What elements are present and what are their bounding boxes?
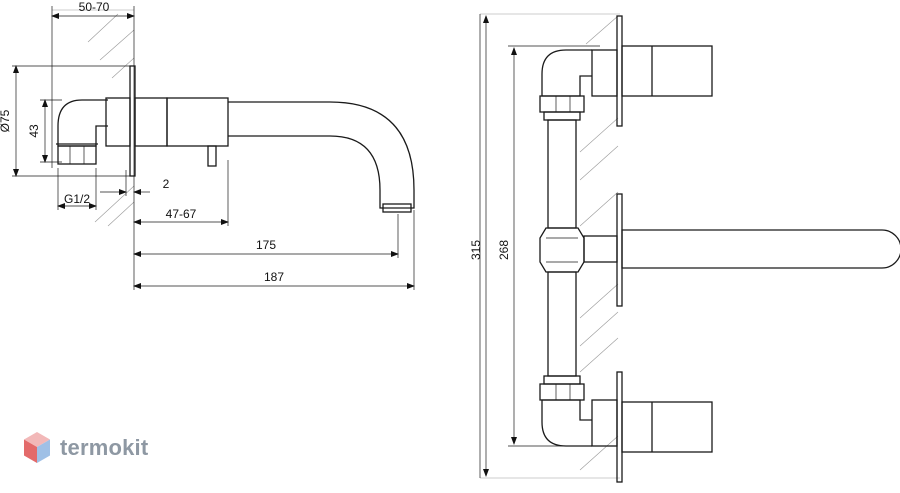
wall-plate-top	[616, 15, 623, 127]
wall-hatch-top	[52, 9, 135, 79]
valve-body-top	[591, 49, 618, 97]
handle-bottom	[621, 401, 713, 453]
aerator-side	[382, 203, 412, 213]
wall-hatch-bottom	[94, 185, 135, 227]
pipe-upper	[547, 119, 577, 229]
spout-neck	[583, 235, 618, 263]
body-flange-side	[134, 97, 168, 147]
elbow-top	[541, 49, 592, 97]
hexagon-cube-icon	[24, 432, 50, 463]
brand-name: termokit	[60, 435, 149, 460]
dim-thread-g12: G1/2	[64, 192, 90, 206]
pipe-lower	[547, 271, 577, 377]
wall-plate-middle	[616, 193, 623, 307]
nut-bottom	[539, 383, 585, 401]
pipe-collar-bottom	[543, 375, 581, 385]
handle-body-side	[166, 97, 229, 147]
elbow-bottom	[541, 399, 592, 447]
dim-175: 175	[256, 238, 276, 252]
dim-268: 268	[497, 240, 511, 260]
wall-plate-bottom	[616, 371, 623, 483]
elbow-side	[57, 99, 108, 147]
handle-top	[621, 45, 713, 97]
body-inner-side	[105, 97, 131, 147]
side-view: 50-70 Ø75 43 G1/2 2 47-67 175 187	[0, 0, 415, 290]
dim-187: 187	[264, 270, 284, 284]
nut-top	[539, 95, 585, 113]
extension-lines-side	[12, 6, 415, 290]
dim-diameter-75: Ø75	[0, 109, 12, 132]
dim-50-70: 50-70	[79, 0, 110, 14]
spout-side	[228, 101, 415, 209]
dim-315: 315	[469, 240, 483, 260]
hex-connector	[539, 227, 585, 273]
valve-body-bottom	[591, 399, 618, 447]
brand-logo: termokit	[22, 428, 148, 468]
nut-side	[57, 145, 97, 165]
front-view: 315 268	[469, 13, 900, 483]
lever-stem-side	[207, 145, 217, 167]
dim-2: 2	[163, 177, 170, 191]
spout-front	[621, 229, 900, 269]
wall-hatch-front	[480, 13, 620, 479]
dim-43: 43	[27, 124, 41, 138]
pipe-collar-top	[543, 111, 581, 121]
dim-47-67: 47-67	[166, 207, 197, 221]
